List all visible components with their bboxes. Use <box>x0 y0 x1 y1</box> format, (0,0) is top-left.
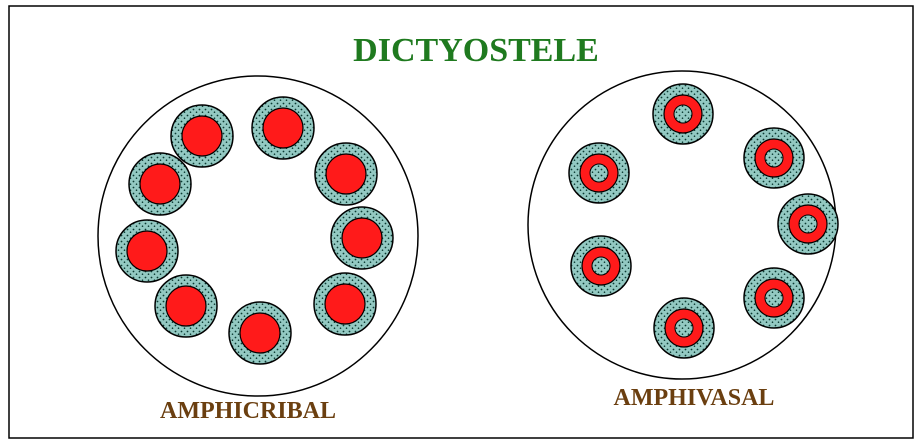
amphicribal-bundle <box>116 220 178 282</box>
amphivasal-bundle <box>569 143 629 203</box>
xylem-core <box>166 286 206 326</box>
amphivasal-bundle <box>571 236 631 296</box>
xylem-core <box>326 154 366 194</box>
amphivasal-bundle <box>654 298 714 358</box>
amphicribal-stele <box>98 76 418 396</box>
xylem-core <box>263 108 303 148</box>
amphicribal-bundle <box>331 207 393 269</box>
phloem-center <box>674 105 692 123</box>
xylem-core <box>325 284 365 324</box>
amphivasal-bundle <box>778 194 838 254</box>
xylem-core <box>140 164 180 204</box>
figure-title: DICTYOSTELE <box>353 32 599 69</box>
amphicribal-bundle <box>171 105 233 167</box>
amphivasal-bundle <box>744 128 804 188</box>
amphicribal-bundle <box>315 143 377 205</box>
xylem-core <box>240 313 280 353</box>
phloem-center <box>592 257 610 275</box>
phloem-center <box>799 215 817 233</box>
xylem-core <box>182 116 222 156</box>
amphicribal-bundle <box>229 302 291 364</box>
amphicribal-bundle <box>314 273 376 335</box>
phloem-center <box>765 289 783 307</box>
amphivasal-bundle <box>744 268 804 328</box>
amphicribal-bundle <box>155 275 217 337</box>
phloem-center <box>590 164 608 182</box>
amphicribal-bundle <box>252 97 314 159</box>
amphicribal-bundle <box>129 153 191 215</box>
amphivasal-bundle <box>653 84 713 144</box>
amphivasal-stele <box>528 71 838 379</box>
xylem-core <box>127 231 167 271</box>
amphivasal-label: AMPHIVASAL <box>614 385 775 411</box>
phloem-center <box>675 319 693 337</box>
xylem-core <box>342 218 382 258</box>
amphicribal-label: AMPHICRIBAL <box>160 398 336 424</box>
phloem-center <box>765 149 783 167</box>
